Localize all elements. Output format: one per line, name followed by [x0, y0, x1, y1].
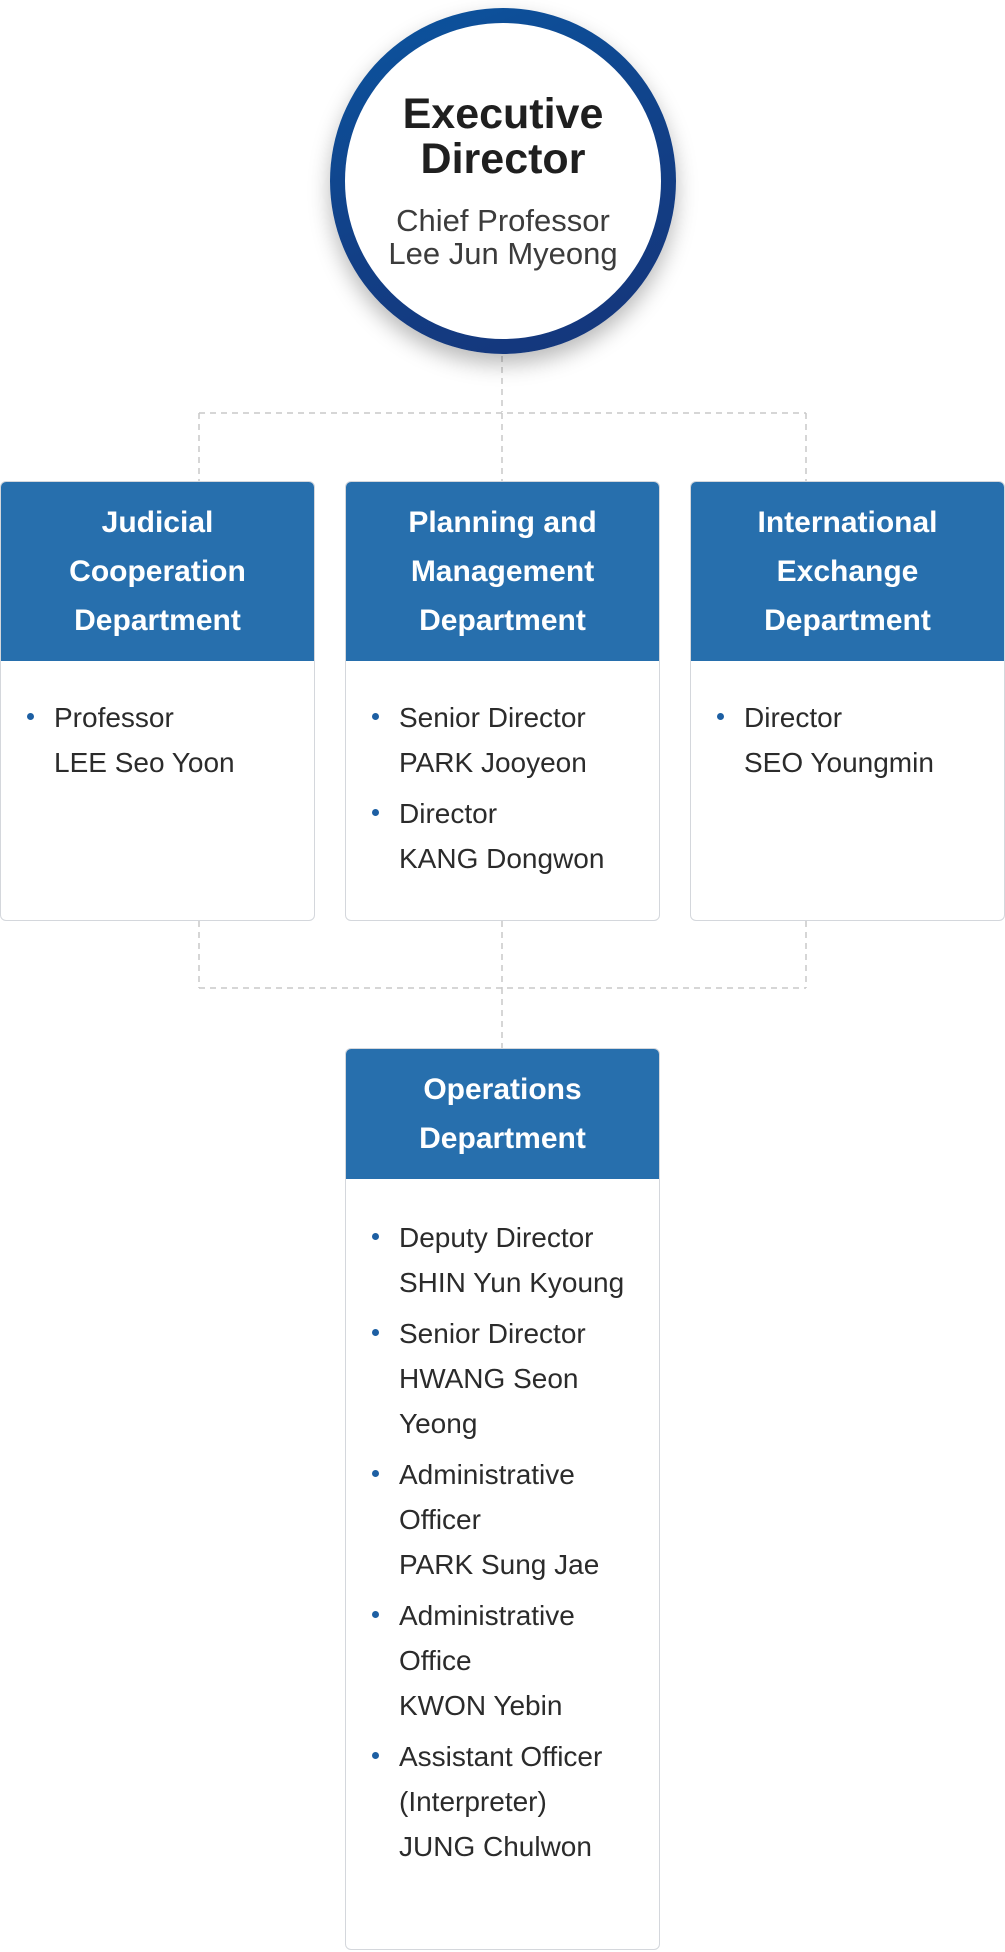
member-text: Senior Director HWANG Seon Yeong [399, 1311, 639, 1446]
member-item: Administrative Officer PARK Sung Jae [372, 1452, 639, 1587]
dept-international-exchange-members: Director SEO Youngmin [691, 661, 1004, 811]
member-role: Professor [54, 702, 174, 733]
dept-planning-management-header: Planning and Management Department [346, 482, 659, 661]
member-name: HWANG Seon Yeong [399, 1363, 579, 1439]
member-item: Director KANG Dongwon [372, 791, 639, 881]
dept-planning-management: Planning and Management Department Senio… [345, 481, 660, 921]
member-name: KANG Dongwon [399, 843, 605, 874]
member-name: SEO Youngmin [744, 747, 934, 778]
member-name: KWON Yebin [399, 1690, 563, 1721]
member-item: Director SEO Youngmin [717, 695, 984, 785]
member-role: Senior Director [399, 1318, 586, 1349]
bullet-icon [27, 713, 34, 720]
dept-international-exchange: International Exchange Department Direct… [690, 481, 1005, 921]
dept-operations: Operations Department Deputy Director SH… [345, 1048, 660, 1950]
dept-judicial-cooperation: Judicial Cooperation Department Professo… [0, 481, 315, 921]
dept-planning-management-members: Senior Director PARK Jooyeon Director KA… [346, 661, 659, 907]
bullet-icon [372, 1470, 379, 1477]
member-item: Professor LEE Seo Yoon [27, 695, 294, 785]
member-role: Administrative Office [399, 1600, 575, 1676]
member-text: Administrative Officer PARK Sung Jae [399, 1452, 639, 1587]
executive-director-inner: Executive Director Chief Professor Lee J… [345, 23, 661, 339]
executive-role: Chief Professor [396, 203, 610, 238]
member-name: LEE Seo Yoon [54, 747, 235, 778]
member-role: Assistant Officer (Interpreter) [399, 1741, 603, 1817]
member-text: Senior Director PARK Jooyeon [399, 695, 587, 785]
bullet-icon [372, 1329, 379, 1336]
executive-director-node: Executive Director Chief Professor Lee J… [330, 8, 676, 354]
member-text: Deputy Director SHIN Yun Kyoung [399, 1215, 624, 1305]
executive-title: Executive Director [402, 90, 604, 183]
executive-person: Chief Professor Lee Jun Myeong [373, 204, 633, 270]
dept-operations-members: Deputy Director SHIN Yun Kyoung Senior D… [346, 1179, 659, 1895]
member-text: Administrative Office KWON Yebin [399, 1593, 639, 1728]
member-text: Professor LEE Seo Yoon [54, 695, 235, 785]
bullet-icon [372, 713, 379, 720]
executive-name: Lee Jun Myeong [388, 236, 618, 271]
member-text: Director KANG Dongwon [399, 791, 604, 881]
bullet-icon [372, 809, 379, 816]
member-text: Assistant Officer (Interpreter) JUNG Chu… [399, 1734, 639, 1869]
member-name: JUNG Chulwon [399, 1831, 592, 1862]
member-text: Director SEO Youngmin [744, 695, 934, 785]
bullet-icon [372, 1611, 379, 1618]
member-name: PARK Jooyeon [399, 747, 587, 778]
dept-judicial-cooperation-members: Professor LEE Seo Yoon [1, 661, 314, 811]
member-role: Deputy Director [399, 1222, 594, 1253]
bullet-icon [372, 1233, 379, 1240]
member-item: Administrative Office KWON Yebin [372, 1593, 639, 1728]
bullet-icon [372, 1752, 379, 1759]
member-role: Administrative Officer [399, 1459, 575, 1535]
member-item: Senior Director PARK Jooyeon [372, 695, 639, 785]
member-item: Senior Director HWANG Seon Yeong [372, 1311, 639, 1446]
dept-international-exchange-header: International Exchange Department [691, 482, 1004, 661]
member-role: Director [744, 702, 843, 733]
dept-judicial-cooperation-header: Judicial Cooperation Department [1, 482, 314, 661]
member-role: Senior Director [399, 702, 586, 733]
member-item: Deputy Director SHIN Yun Kyoung [372, 1215, 639, 1305]
member-name: SHIN Yun Kyoung [399, 1267, 625, 1298]
member-role: Director [399, 798, 498, 829]
member-item: Assistant Officer (Interpreter) JUNG Chu… [372, 1734, 639, 1869]
member-name: PARK Sung Jae [399, 1549, 600, 1580]
bullet-icon [717, 713, 724, 720]
dept-operations-header: Operations Department [346, 1049, 659, 1179]
